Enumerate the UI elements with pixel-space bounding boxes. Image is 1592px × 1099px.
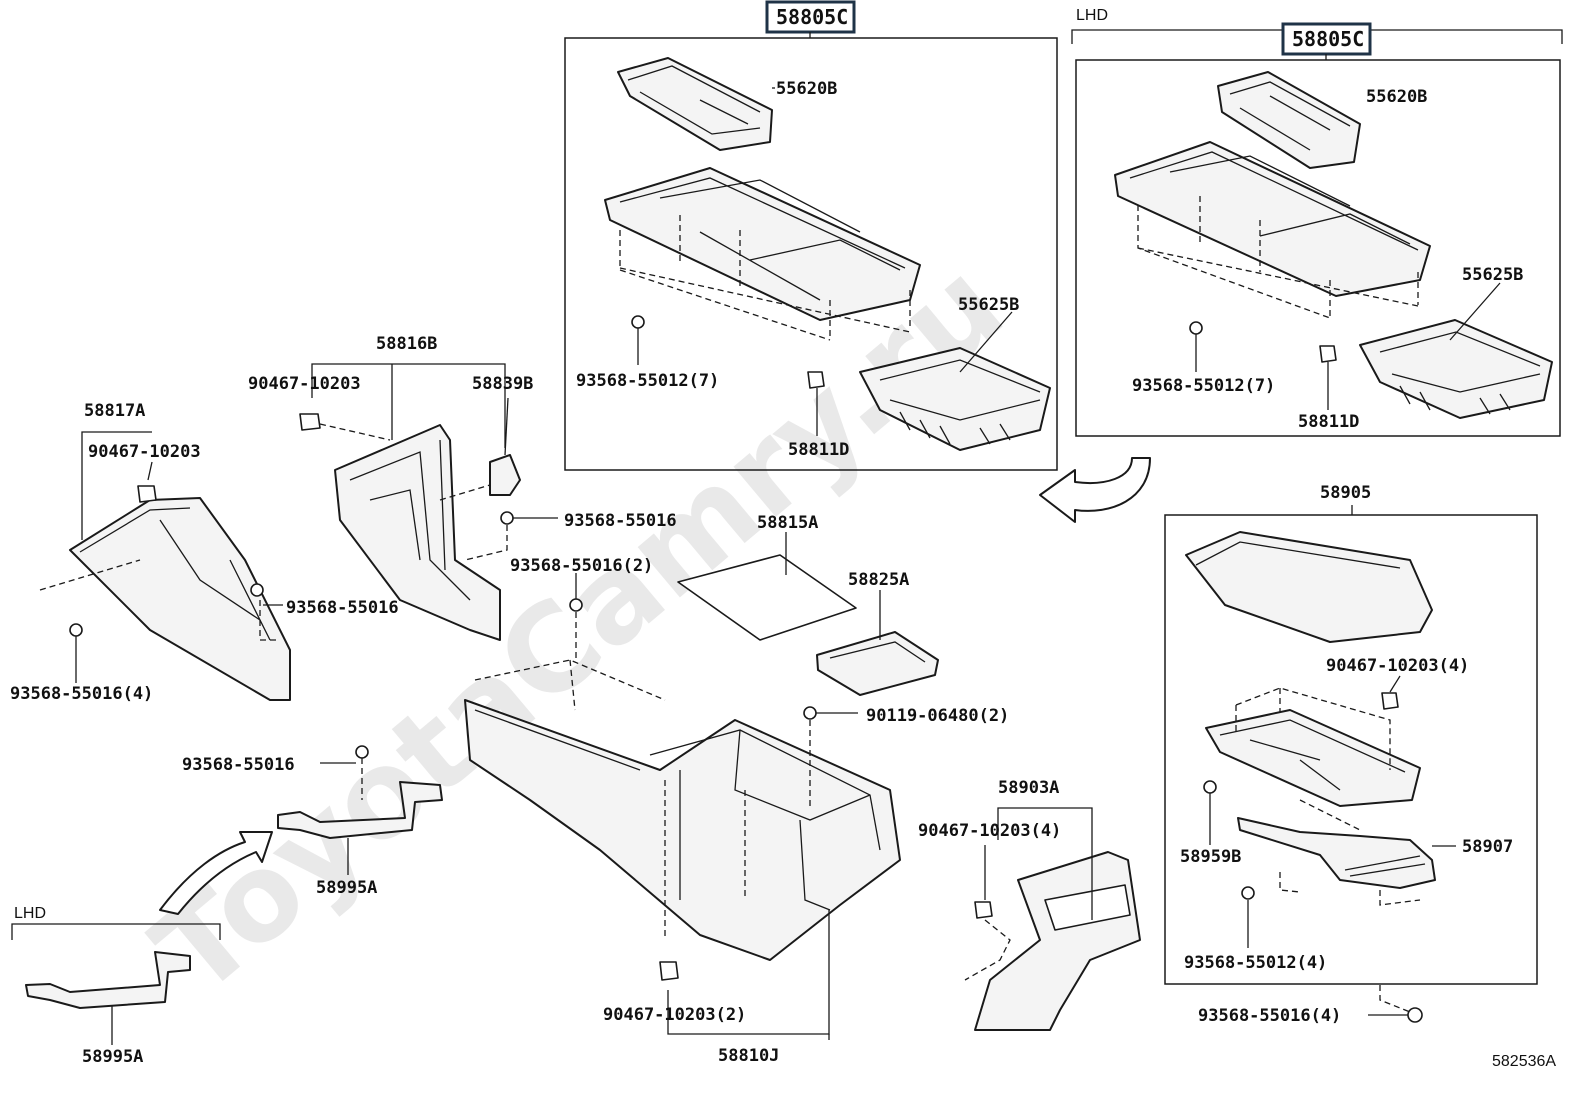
screw-93568-55016-4-right <box>1368 1007 1423 1023</box>
part-55620B-right <box>1217 71 1361 169</box>
clip-90467-10203-4-armrest <box>1381 692 1399 710</box>
up-arrow-left <box>159 831 273 915</box>
label-58811D-center: 58811D <box>788 440 849 460</box>
screw-58959B <box>1203 780 1217 845</box>
label-93568-55016-4-a: 93568-55016(4) <box>10 684 153 704</box>
label-58907: 58907 <box>1462 837 1513 857</box>
part-58903A <box>974 851 1141 1031</box>
part-58907-latch <box>1237 799 1436 906</box>
group-box-center <box>564 37 1058 471</box>
part-58825A <box>816 631 939 696</box>
label-93568-55012-7-right: 93568-55012(7) <box>1132 376 1275 396</box>
part-console-tray-center <box>604 167 921 341</box>
label-93568-55016-a: 93568-55016 <box>564 511 677 531</box>
part-armrest-base <box>1205 687 1421 807</box>
label-58903A: 58903A <box>998 778 1059 798</box>
label-93568-55016-c: 93568-55016 <box>182 755 295 775</box>
label-93568-55012-7-center: 93568-55012(7) <box>576 371 719 391</box>
screw-93568-55012-right <box>1189 321 1203 372</box>
group-tag-center-text: 58805C <box>776 5 848 29</box>
clip-90467-10203-left <box>137 485 157 503</box>
clip-58811D-center <box>807 371 825 436</box>
label-55620B-right: 55620B <box>1366 87 1427 107</box>
clip-90467-10203-2 <box>659 961 679 981</box>
diagram-id: 582536A <box>1492 1053 1556 1070</box>
part-58839B <box>489 454 521 496</box>
label-58810J: 58810J <box>718 1046 779 1066</box>
screw-93568-55016-left-2 <box>69 623 83 683</box>
lhd-label-bottom: LHD <box>14 905 46 922</box>
label-93568-55016-2: 93568-55016(2) <box>510 556 653 576</box>
label-93568-55012-4: 93568-55012(4) <box>1184 953 1327 973</box>
label-58816B: 58816B <box>376 334 437 354</box>
label-58815A: 58815A <box>757 513 818 533</box>
label-55625B-right: 55625B <box>1462 265 1523 285</box>
label-58825A: 58825A <box>848 570 909 590</box>
group-tag-right-text: 58805C <box>1292 27 1364 51</box>
part-58817A <box>69 497 291 701</box>
label-55620B-center: 55620B <box>776 79 837 99</box>
part-58995A-upper <box>277 781 443 839</box>
screw-93568-55012-4 <box>1241 886 1255 948</box>
label-90119-06480-2: 90119-06480(2) <box>866 706 1009 726</box>
part-55620B-center <box>617 57 773 151</box>
label-93568-55016-b: 93568-55016 <box>286 598 399 618</box>
label-90467-10203-b: 90467-10203 <box>88 442 201 462</box>
screw-93568-55016-left-1 <box>250 583 283 606</box>
screw-93568-55016-2 <box>569 573 583 612</box>
label-90467-10203-4-armrest: 90467-10203(4) <box>1326 656 1469 676</box>
label-90467-10203-2: 90467-10203(2) <box>603 1005 746 1025</box>
label-58959B: 58959B <box>1180 847 1241 867</box>
screw-93568-55016-mid <box>500 511 558 525</box>
label-58995A-upper: 58995A <box>316 878 377 898</box>
label-58905: 58905 <box>1320 483 1371 503</box>
curved-arrow-right <box>1039 457 1151 523</box>
label-58839B: 58839B <box>472 374 533 394</box>
part-58905-armrest-lid <box>1185 531 1433 643</box>
screw-93568-55016-bracket <box>320 745 369 764</box>
part-58995A-lower <box>25 951 191 1009</box>
clip-90467-10203-4-rear <box>974 901 993 919</box>
group-box-right <box>1075 59 1561 437</box>
clip-90467-10203-center-left <box>299 413 321 431</box>
lhd-label-top: LHD <box>1076 7 1108 24</box>
part-58810J-console <box>464 659 901 961</box>
screw-93568-55012-center <box>631 315 645 365</box>
label-58817A: 58817A <box>84 401 145 421</box>
label-90467-10203-4-rear: 90467-10203(4) <box>918 821 1061 841</box>
part-55625B-right <box>1359 319 1553 419</box>
screw-90119-06480 <box>803 706 858 720</box>
label-93568-55016-4-b: 93568-55016(4) <box>1198 1006 1341 1026</box>
label-55625B-center: 55625B <box>958 295 1019 315</box>
label-58995A-lower: 58995A <box>82 1047 143 1067</box>
group-tag-center <box>765 0 856 34</box>
part-55625B-center <box>859 347 1051 451</box>
part-console-tray-right <box>1114 141 1431 319</box>
clip-58811D-right <box>1319 345 1337 410</box>
label-58811D-right: 58811D <box>1298 412 1359 432</box>
part-58815A <box>677 554 857 641</box>
part-58816B <box>334 424 501 641</box>
label-90467-10203-a: 90467-10203 <box>248 374 361 394</box>
group-box-armrest <box>1164 514 1538 985</box>
